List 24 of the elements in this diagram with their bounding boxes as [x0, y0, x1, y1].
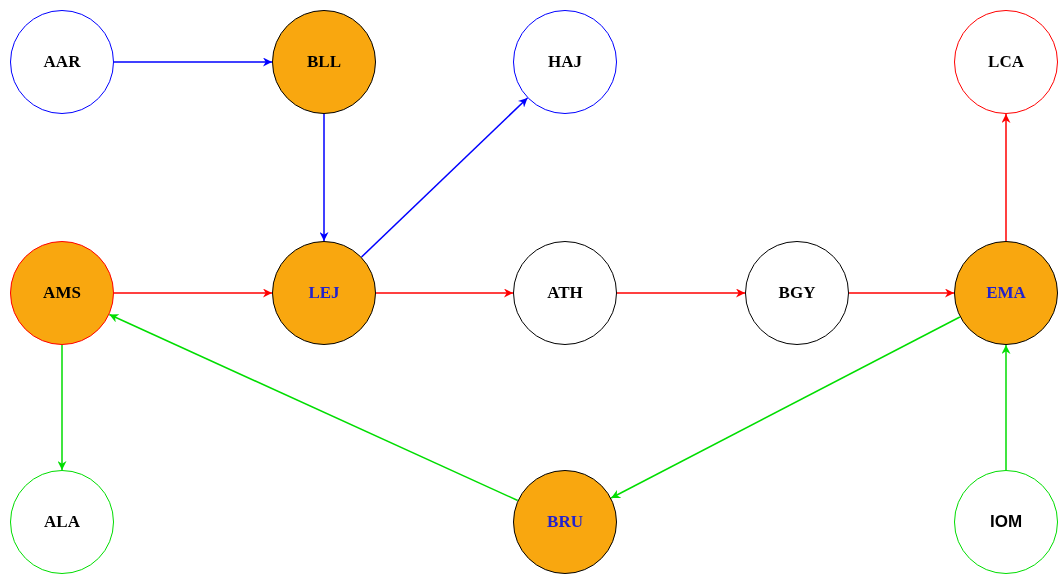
arrow: [848, 288, 955, 298]
arrow: [375, 288, 514, 298]
airport-code: HAJ: [548, 52, 582, 72]
airport-code: IOM: [989, 512, 1023, 532]
arrow: [360, 97, 529, 258]
airport-code: LCA: [988, 52, 1024, 72]
airport-code: EMA: [986, 283, 1026, 303]
arrow: [113, 288, 273, 298]
airport-code: LEJ: [308, 283, 340, 303]
airport-code: AAR: [43, 52, 81, 72]
arrow: [1001, 344, 1011, 471]
airport-code: ATH: [547, 283, 583, 303]
arrow: [1001, 113, 1011, 242]
arrow: [108, 313, 519, 502]
airport-code: ALA: [44, 512, 80, 532]
airport-code: BLL: [307, 52, 341, 72]
arrow: [57, 344, 67, 471]
arrow: [610, 316, 961, 499]
arrow: [113, 57, 273, 67]
airport-code: AMS: [43, 283, 81, 303]
arrow: [319, 113, 329, 242]
airport-code: BGY: [778, 283, 816, 303]
airport-code: BRU: [547, 512, 583, 532]
arrow: [616, 288, 746, 298]
